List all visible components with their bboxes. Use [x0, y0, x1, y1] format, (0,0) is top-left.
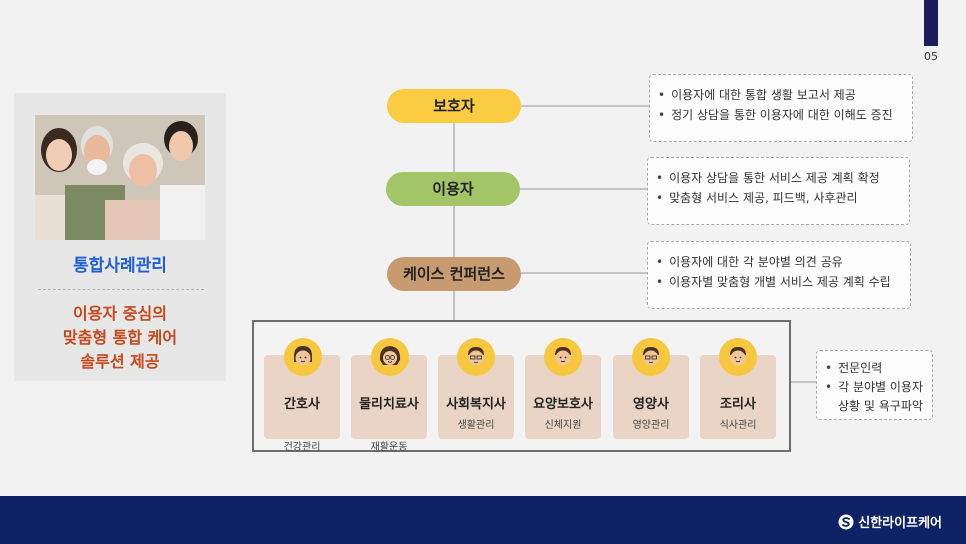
social-worker-face-icon: [457, 338, 495, 376]
role-name: 조리사: [720, 397, 756, 412]
guardian-note: 이용자에 대한 통합 생활 보고서 제공 정기 상담을 통한 이용자에 대한 이…: [649, 74, 913, 142]
caregiver-face-icon: [544, 338, 582, 376]
role-sub: 생활관리: [457, 420, 495, 431]
nutritionist-face-icon: [632, 338, 670, 376]
role-sub: 영양관리: [632, 420, 670, 431]
role-sub: 식사관리: [719, 420, 757, 431]
panel-subtitle-line: 맞춤형 통합 케어: [62, 328, 178, 347]
page-marker: [924, 0, 938, 46]
panel-subtitle-line: 솔루션 제공: [80, 352, 160, 371]
note-item: 이용자 상담을 통한 서비스 제공 계획 확정: [656, 168, 897, 188]
team-note: 전문인력 각 분야별 이용자 상황 및 욕구파악: [816, 350, 933, 420]
nurse-face-icon: [284, 338, 322, 376]
note-item-text: 상황 및 욕구파악: [838, 399, 923, 413]
panel-divider: [38, 289, 204, 290]
note-item: 맞춤형 서비스 제공, 피드백, 사후관리: [656, 188, 897, 208]
page-number: 05: [924, 50, 938, 63]
case-note: 이용자에 대한 각 분야별 의견 공유 이용자별 맞춤형 개별 서비스 제공 계…: [647, 241, 911, 309]
brand-logo: 신한라이프케어: [838, 512, 942, 531]
therapist-face-icon: [371, 338, 409, 376]
role-card-social-worker: 사회복지사 생활관리: [438, 355, 514, 439]
note-item: 정기 상담을 통한 이용자에 대한 이해도 증진: [658, 105, 900, 125]
guardian-pill: 보호자: [387, 89, 521, 123]
role-sub: 신체지원: [544, 420, 582, 431]
cook-face-icon: [719, 338, 757, 376]
note-item-continued: 상황 및 욕구파악: [825, 397, 926, 416]
role-sub: 재활운동: [370, 442, 408, 453]
role-sub: 건강관리: [283, 442, 321, 453]
role-name: 간호사: [284, 397, 320, 412]
role-name: 물리치료사: [359, 397, 419, 412]
footer-bar: 신한라이프케어: [0, 496, 966, 544]
note-item: 이용자에 대한 각 분야별 의견 공유: [656, 252, 898, 272]
role-name: 사회복지사: [446, 397, 506, 412]
left-panel: 통합사례관리 이용자 중심의 맞춤형 통합 케어 솔루션 제공: [14, 93, 226, 381]
note-item: 전문인력: [825, 359, 926, 378]
user-pill: 이용자: [386, 172, 520, 206]
user-note: 이용자 상담을 통한 서비스 제공 계획 확정 맞춤형 서비스 제공, 피드백,…: [647, 157, 910, 225]
note-item: 각 분야별 이용자: [825, 378, 926, 397]
case-conference-pill: 케이스 컨퍼런스: [387, 257, 521, 291]
brand-logo-icon: [838, 514, 854, 529]
panel-subtitle: 이용자 중심의 맞춤형 통합 케어 솔루션 제공: [14, 302, 226, 374]
note-item: 이용자에 대한 통합 생활 보고서 제공: [658, 85, 900, 105]
brand-name: 신한라이프케어: [858, 516, 942, 531]
note-item: 이용자별 맞춤형 개별 서비스 제공 계획 수립: [656, 272, 898, 292]
family-photo: [35, 115, 205, 240]
role-name: 영양사: [633, 397, 669, 412]
role-name: 요양보호사: [533, 397, 593, 412]
panel-title: 통합사례관리: [73, 256, 167, 276]
panel-subtitle-line: 이용자 중심의: [73, 304, 167, 323]
